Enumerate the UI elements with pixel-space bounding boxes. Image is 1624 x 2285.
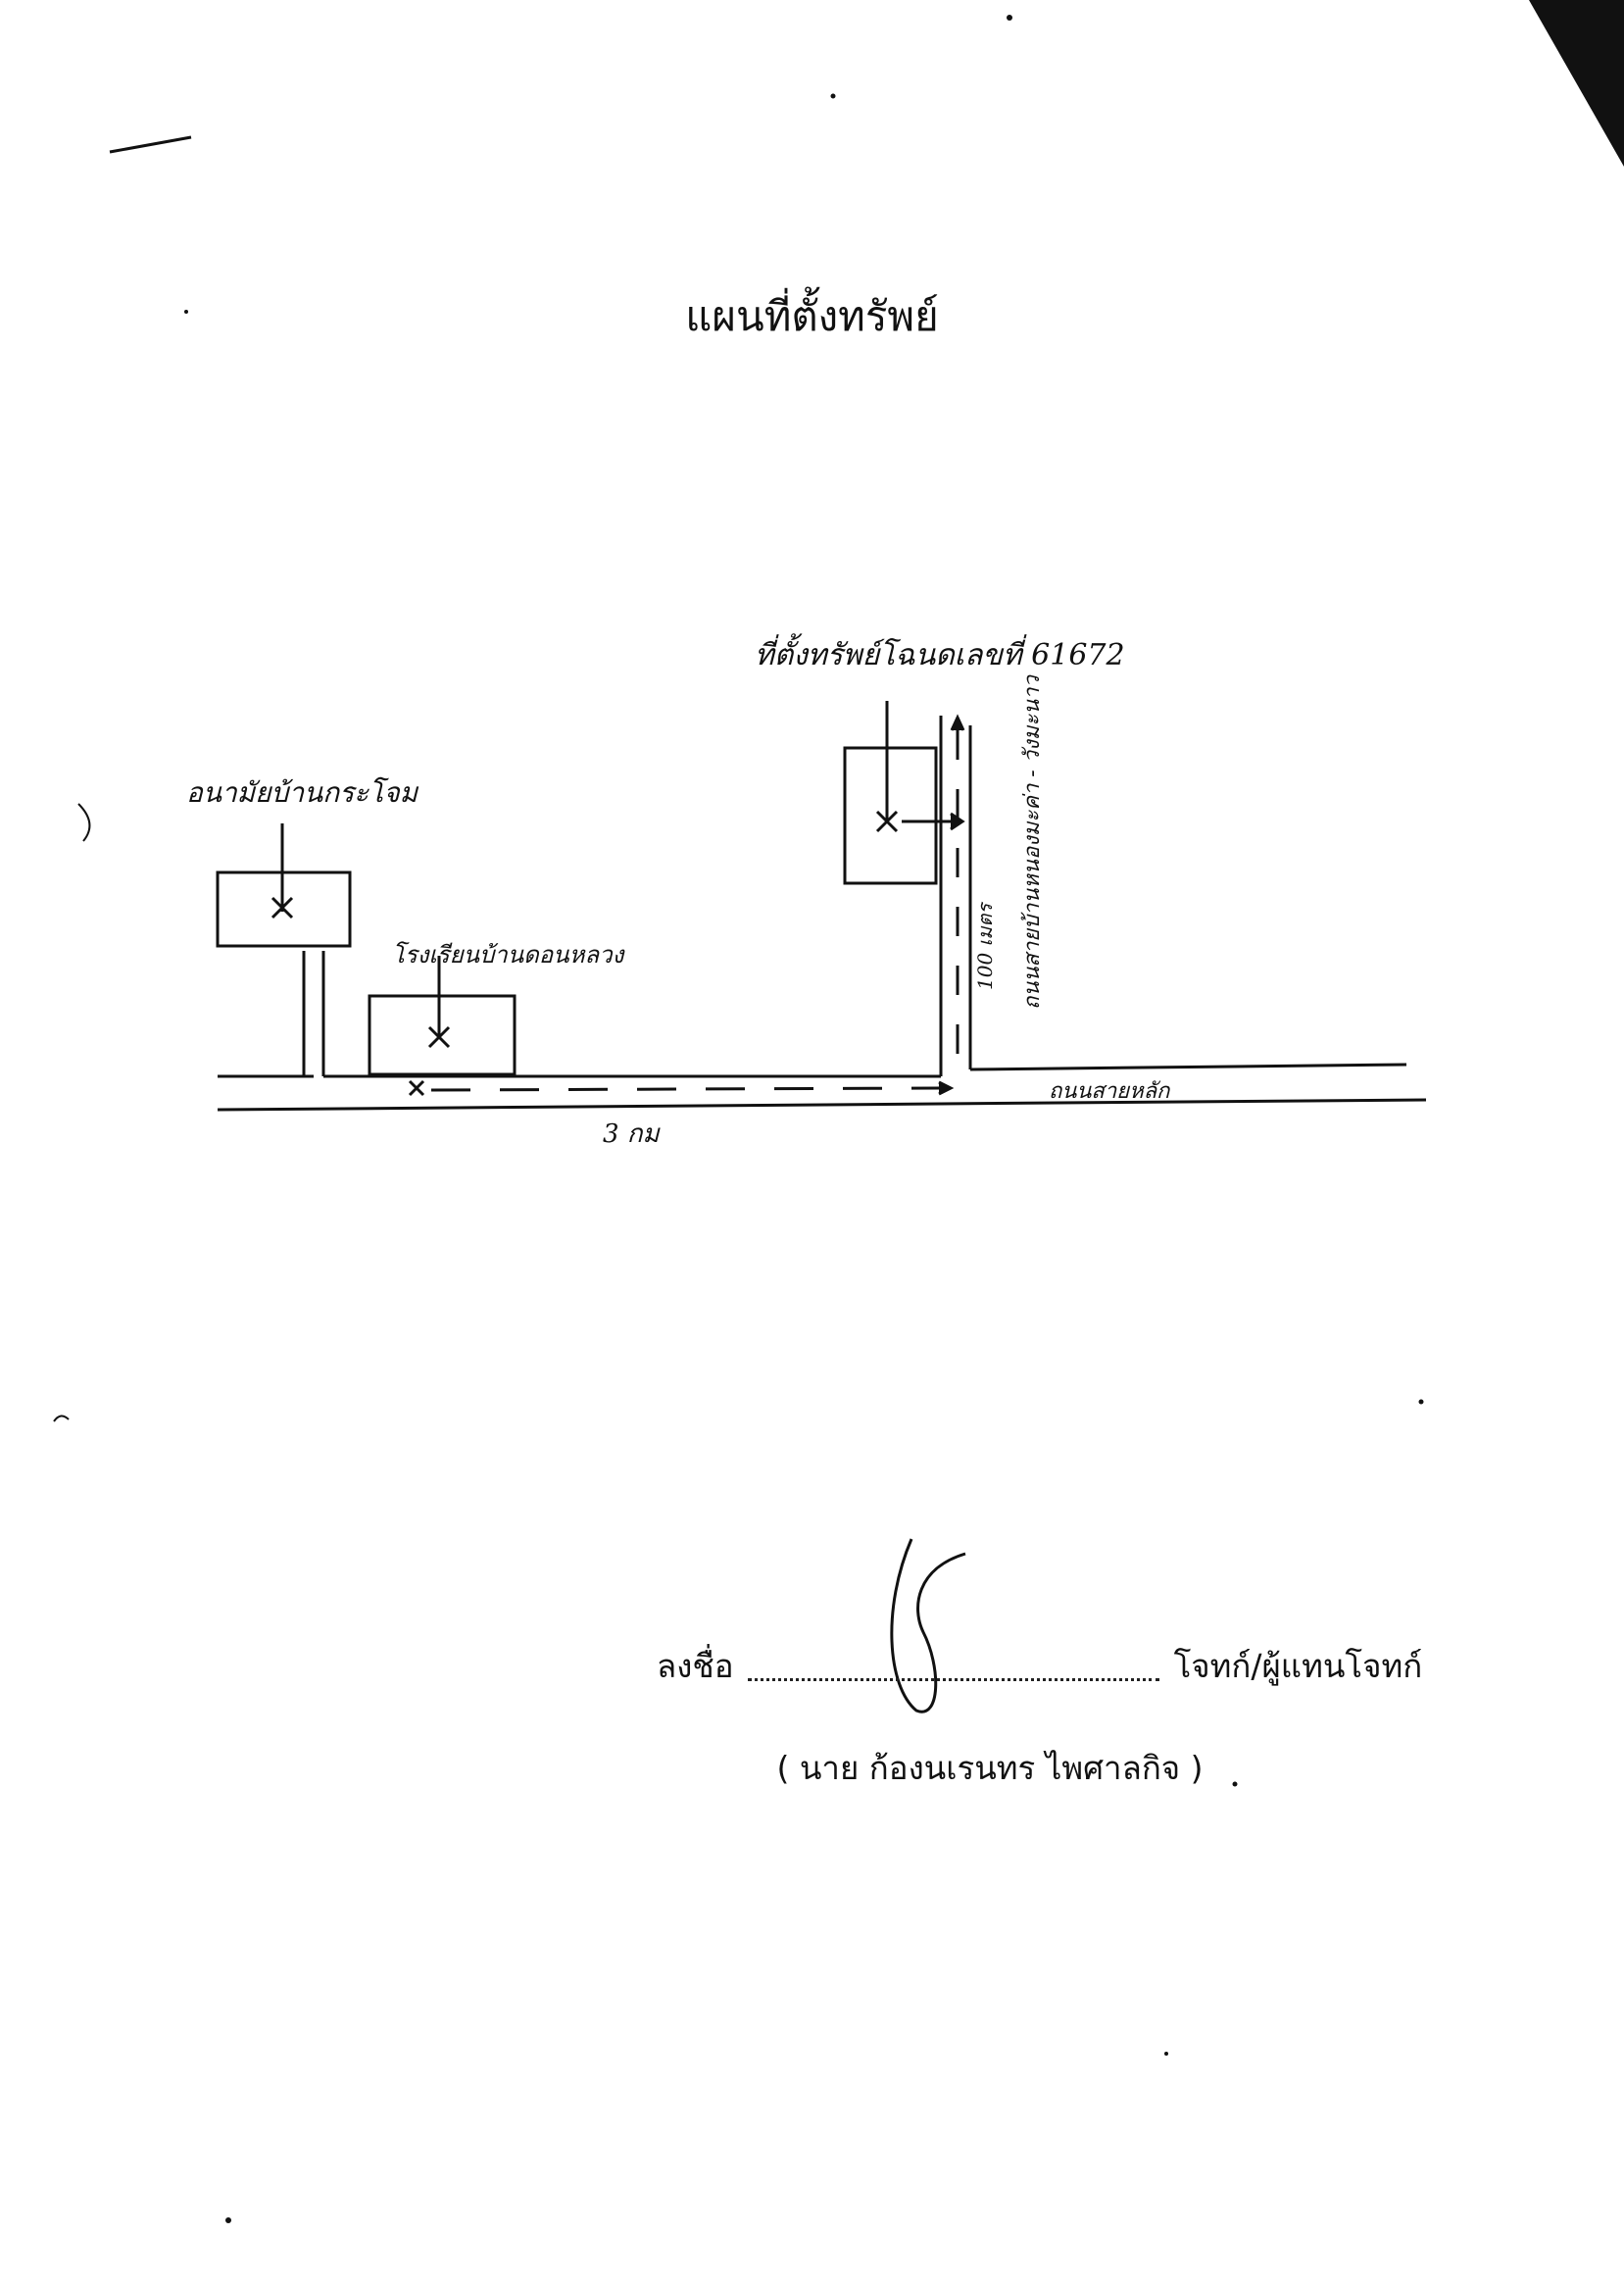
label-side-road: ถนนสายบ้านหนองมะค่า - วังมะนาว — [1020, 673, 1045, 1010]
label-main-road: ถนนสายหลัก — [1049, 1079, 1171, 1104]
markers — [271, 701, 965, 1049]
signature-role: โจทก์/ผู้แทนโจทก์ — [1173, 1647, 1423, 1685]
signature-line: ลงชื่อ โจทก์/ผู้แทนโจทก์ — [657, 1639, 1441, 1694]
scan-marks — [53, 0, 1624, 2223]
main-road — [217, 1063, 1427, 1112]
label-distance-side: 100 เมตร — [973, 901, 997, 990]
label-middle-building: โรงเรียนบ้านดอนหลวง — [392, 941, 626, 969]
route-arrows — [408, 714, 965, 1097]
signature-scribble — [890, 1538, 966, 1714]
document-title: แผนที่ตั้งทรัพย์ — [685, 292, 939, 340]
middle-building-box — [368, 994, 517, 1076]
label-property: ที่ตั้งทรัพย์โฉนดเลขที่ 61672 — [755, 633, 1125, 672]
side-road — [302, 716, 972, 1076]
signature-dotted-line — [748, 1639, 1160, 1681]
label-left-building: อนามัยบ้านกระโจม — [186, 776, 419, 809]
signature-label: ลงชื่อ — [657, 1647, 734, 1685]
signer-name: ( นาย ก้องนเรนทร ไพศาลกิจ ) — [776, 1749, 1204, 1787]
label-distance-main: 3 กม — [603, 1119, 662, 1149]
property-box — [843, 746, 938, 885]
